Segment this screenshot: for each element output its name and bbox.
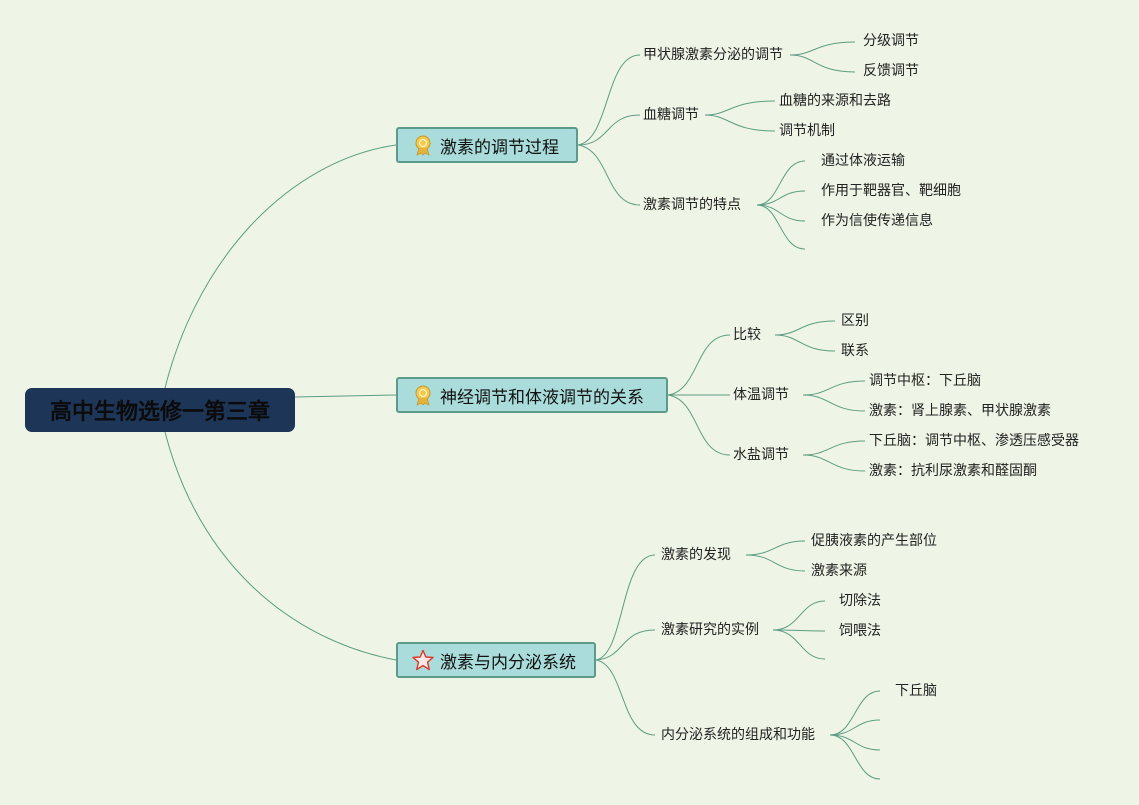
link-b3-c3 <box>595 659 656 736</box>
root-topic[interactable]: 高中生物选修一第三章 <box>25 388 295 432</box>
link-root-branch-2 <box>294 394 397 398</box>
topic-hormone-research-examples[interactable]: 激素研究的实例 <box>661 622 759 638</box>
leaf-body-fluid-transport[interactable]: 通过体液运输 <box>821 153 905 169</box>
link-b1-c2 <box>577 114 641 146</box>
topic-comparison[interactable]: 比较 <box>733 327 761 343</box>
link-b3-c1 <box>595 554 656 661</box>
link-b3-c2 <box>595 629 656 661</box>
link-b2-c1 <box>667 334 731 396</box>
link-b1-c1 <box>577 54 641 146</box>
leaf-difference[interactable]: 区别 <box>841 313 869 329</box>
leaf-hormone-source[interactable]: 激素来源 <box>811 563 867 579</box>
link-root-branch-3 <box>159 409 397 661</box>
star-icon <box>412 649 434 671</box>
link-b3c2-l2 <box>772 629 826 632</box>
leaf-target-organs[interactable]: 作用于靶器官、靶细胞 <box>821 183 961 199</box>
link-root-branch-1 <box>159 144 397 411</box>
link-b2c1-l1 <box>774 320 836 336</box>
branch-label: 激素与内分泌系统 <box>440 652 576 673</box>
link-b3c1-l1 <box>745 540 806 556</box>
leaf-temperature-center[interactable]: 调节中枢：下丘脑 <box>869 373 981 389</box>
link-b1-c3 <box>577 144 641 206</box>
leaf-regulation-mechanism[interactable]: 调节机制 <box>779 123 835 139</box>
link-b2c3-l1 <box>802 440 866 456</box>
award-medal-icon <box>415 135 431 156</box>
link-b1c1-l2 <box>789 54 856 73</box>
link-b2c2-l1 <box>802 380 866 396</box>
link-b1c2-l2 <box>704 114 776 132</box>
leaf-temperature-hormones[interactable]: 激素：肾上腺素、甲状腺激素 <box>869 403 1051 419</box>
link-b2c1-l2 <box>774 334 836 352</box>
award-medal-icon <box>415 385 431 406</box>
topic-blood-sugar-regulation[interactable]: 血糖调节 <box>643 107 699 123</box>
topic-temperature-regulation[interactable]: 体温调节 <box>733 387 789 403</box>
link-b3c2-l3 <box>772 629 826 660</box>
link-b3c1-l2 <box>745 554 806 572</box>
link-b1c3-l4 <box>756 204 806 250</box>
leaf-feeding-method[interactable]: 饲喂法 <box>839 623 881 639</box>
leaf-hypothalamus[interactable]: 下丘脑 <box>895 683 937 699</box>
branch-hormones-endocrine[interactable]: 激素与内分泌系统 <box>396 642 596 678</box>
topic-thyroid-regulation[interactable]: 甲状腺激素分泌的调节 <box>643 47 783 63</box>
topic-hormone-discovery[interactable]: 激素的发现 <box>661 547 731 563</box>
leaf-messenger[interactable]: 作为信使传递信息 <box>821 213 933 229</box>
topic-water-salt-regulation[interactable]: 水盐调节 <box>733 447 789 463</box>
topic-endocrine-system[interactable]: 内分泌系统的组成和功能 <box>661 727 815 743</box>
link-b2c2-l2 <box>802 394 866 412</box>
branch-neural-humoral-relation[interactable]: 神经调节和体液调节的关系 <box>396 377 668 413</box>
link-b1c3-l2 <box>756 190 806 206</box>
link-b1c3-l3 <box>756 204 806 222</box>
leaf-secretin-origin[interactable]: 促胰液素的产生部位 <box>811 533 937 549</box>
link-b3c3-l2 <box>829 719 881 736</box>
link-b2c3-l2 <box>802 454 866 472</box>
leaf-water-salt-hormones[interactable]: 激素：抗利尿激素和醛固酮 <box>869 463 1037 479</box>
link-b3c2-l1 <box>772 600 826 631</box>
link-b1c2-l1 <box>704 100 776 116</box>
link-b3c3-l1 <box>829 690 881 736</box>
leaf-feedback-regulation[interactable]: 反馈调节 <box>863 63 919 79</box>
link-b2-c3 <box>667 394 731 456</box>
link-b3c3-l4 <box>829 734 881 780</box>
branch-label: 激素的调节过程 <box>440 137 559 158</box>
link-b1c1-l1 <box>789 41 856 56</box>
branch-label: 神经调节和体液调节的关系 <box>440 387 644 408</box>
link-b3c3-l3 <box>829 734 881 751</box>
root-topic-label: 高中生物选修一第三章 <box>49 400 270 425</box>
leaf-graded-regulation[interactable]: 分级调节 <box>863 33 919 49</box>
leaf-removal-method[interactable]: 切除法 <box>839 593 881 609</box>
leaf-blood-sugar-source[interactable]: 血糖的来源和去路 <box>779 93 891 109</box>
link-b1c3-l1 <box>756 160 806 206</box>
topic-hormone-features[interactable]: 激素调节的特点 <box>643 197 741 213</box>
leaf-hypothalamus-role[interactable]: 下丘脑：调节中枢、渗透压感受器 <box>869 433 1079 449</box>
branch-hormone-regulation[interactable]: 激素的调节过程 <box>396 127 578 163</box>
leaf-connection[interactable]: 联系 <box>841 343 869 359</box>
